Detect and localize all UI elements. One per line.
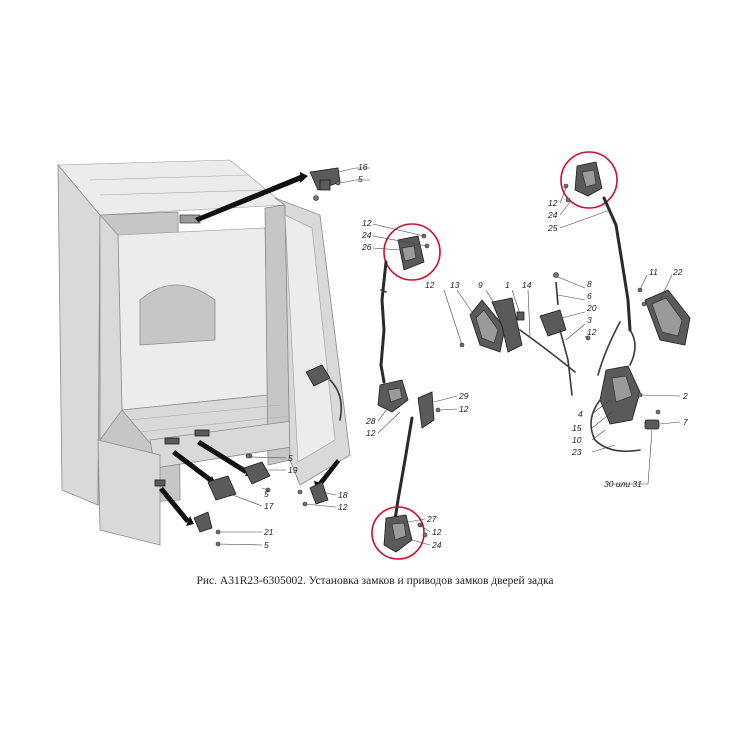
callout-2: 2 (682, 391, 688, 401)
figure-caption: Рис. A31R23-6305002. Установка замков и … (196, 575, 553, 587)
callout-24: 24 (547, 210, 558, 220)
right-door-lock-assembly (560, 151, 691, 453)
lower-hinge-parts (193, 453, 329, 547)
callout-21: 21 (263, 527, 274, 537)
callout-12: 12 (425, 280, 435, 290)
callout-12: 12 (366, 428, 376, 438)
callout-22: 22 (672, 267, 683, 277)
callout-19: 19 (288, 465, 298, 475)
callout-10: 10 (572, 435, 582, 445)
callout-23: 23 (571, 447, 582, 457)
callout-12: 12 (548, 198, 558, 208)
highlight-circle-upper-left (383, 223, 441, 281)
callout-6: 6 (587, 291, 592, 301)
callout-11: 11 (649, 267, 658, 277)
callout-25: 25 (547, 223, 558, 233)
callout-5: 5 (264, 540, 269, 550)
callout-12: 12 (432, 527, 442, 537)
callout-28: 28 (365, 416, 376, 426)
callout-labels: 16 5 12 24 26 12 13 9 1 14 8 6 20 3 12 1… (263, 162, 688, 550)
highlight-circle-upper-right (560, 151, 618, 209)
callout-24: 24 (361, 230, 372, 240)
left-door-lock-assembly (371, 223, 441, 560)
callout-15: 15 (572, 423, 582, 433)
callout-16: 16 (358, 162, 368, 172)
callout-1: 1 (505, 280, 510, 290)
callout-18: 18 (338, 490, 348, 500)
callout-20: 20 (586, 303, 597, 313)
callout-13: 13 (450, 280, 460, 290)
callout-24: 24 (431, 540, 442, 550)
callout-17: 17 (264, 501, 274, 511)
upper-striker-bracket (309, 167, 341, 201)
callout-30-or-31: 30 или 31 (604, 479, 642, 489)
inner-handle-group (459, 272, 591, 396)
callout-5: 5 (288, 453, 293, 463)
callout-14: 14 (522, 280, 532, 290)
callout-12: 12 (587, 327, 597, 337)
leader-lines (217, 167, 681, 546)
callout-29: 29 (458, 391, 469, 401)
callout-5: 5 (358, 174, 363, 184)
callout-12: 12 (338, 502, 348, 512)
callout-7: 7 (683, 417, 688, 427)
callout-12: 12 (362, 218, 372, 228)
callout-26: 26 (361, 242, 372, 252)
callout-5: 5 (264, 489, 269, 499)
callout-12: 12 (459, 404, 469, 414)
callout-4: 4 (578, 409, 583, 419)
callout-27: 27 (426, 514, 437, 524)
callout-3: 3 (587, 315, 592, 325)
callout-9: 9 (478, 280, 483, 290)
van-rear-body (57, 159, 351, 546)
callout-8: 8 (587, 279, 592, 289)
